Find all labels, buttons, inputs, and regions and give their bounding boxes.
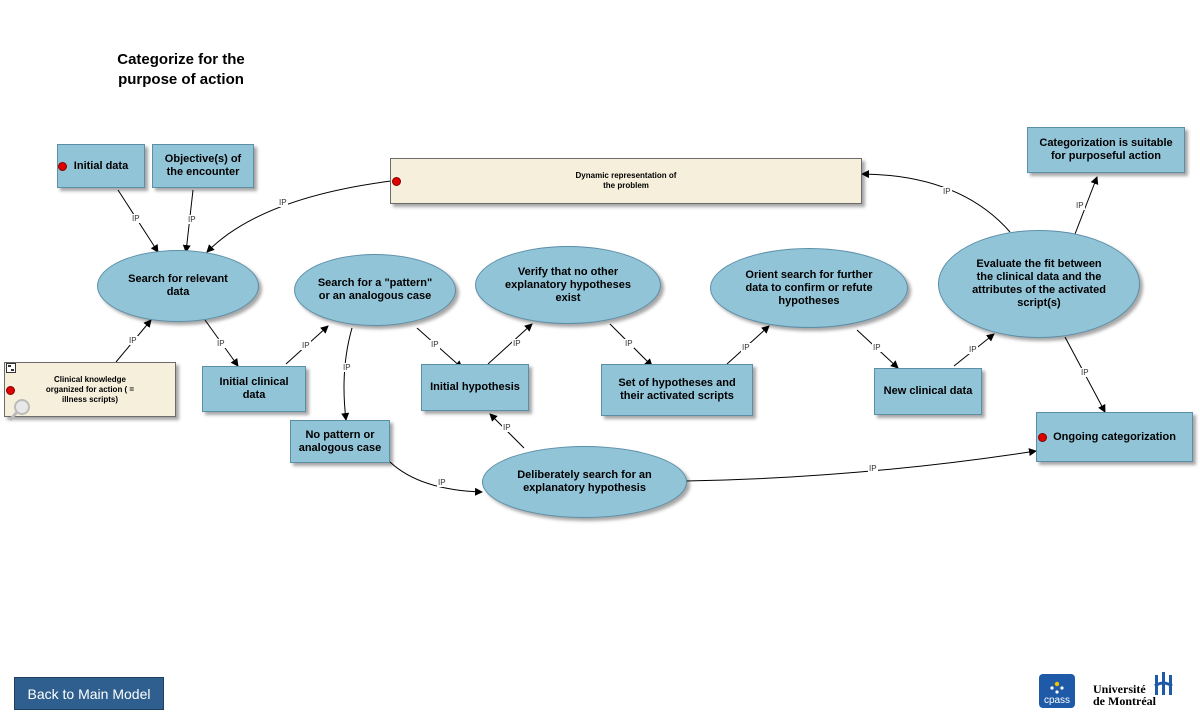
red-dot-icon bbox=[1038, 433, 1047, 442]
link-deliberate-to-ongoing bbox=[685, 448, 1037, 482]
node-label: Initial clinical data bbox=[219, 376, 289, 401]
node-deliberate-search[interactable]: Deliberately search for an explanatory h… bbox=[482, 446, 687, 518]
ip-label: IP bbox=[187, 215, 197, 224]
ip-label: IP bbox=[512, 339, 522, 348]
ip-label: IP bbox=[216, 339, 226, 348]
red-dot-icon bbox=[392, 177, 401, 186]
node-set-of-hypotheses[interactable]: Set of hypotheses and their activated sc… bbox=[601, 364, 753, 416]
red-dot-icon bbox=[6, 386, 15, 395]
udem-wordmark: Université de Montréal bbox=[1093, 683, 1156, 707]
ip-label: IP bbox=[942, 187, 952, 196]
ip-label: IP bbox=[1075, 201, 1085, 210]
page-title: Categorize for the purpose of action bbox=[117, 51, 245, 88]
node-dynamic-representation[interactable]: Dynamic representation of the problem bbox=[390, 158, 862, 204]
node-verify-hypotheses[interactable]: Verify that no other explanatory hypothe… bbox=[475, 246, 661, 324]
node-label: Evaluate the fit between the clinical da… bbox=[972, 258, 1106, 309]
magnifier-icon bbox=[9, 399, 30, 421]
node-label: Clinical knowledge organized for action … bbox=[45, 374, 135, 404]
node-clinical-knowledge[interactable]: Clinical knowledge organized for action … bbox=[4, 362, 176, 417]
udem-logo-icon bbox=[1154, 672, 1173, 695]
node-initial-data[interactable]: Initial data bbox=[57, 144, 145, 188]
udem-line2: de Montréal bbox=[1093, 694, 1156, 708]
link-no-pattern-to-deliberate bbox=[389, 461, 483, 496]
node-new-clinical-data[interactable]: New clinical data bbox=[874, 368, 982, 415]
node-no-pattern[interactable]: No pattern or analogous case bbox=[290, 420, 390, 463]
ip-label: IP bbox=[128, 336, 138, 345]
node-orient-search[interactable]: Orient search for further data to confir… bbox=[710, 248, 908, 328]
node-label: No pattern or analogous case bbox=[298, 428, 382, 454]
node-initial-hypothesis[interactable]: Initial hypothesis bbox=[421, 364, 529, 411]
ip-label: IP bbox=[872, 343, 882, 352]
red-dot-icon bbox=[58, 162, 67, 171]
link-dynamic-to-search bbox=[206, 180, 392, 253]
node-label: Search for relevant data bbox=[128, 273, 228, 298]
cpass-label: cpass bbox=[1043, 695, 1071, 706]
ip-label: IP bbox=[624, 339, 634, 348]
ip-label: IP bbox=[1080, 368, 1090, 377]
node-label: Orient search for further data to confir… bbox=[745, 268, 873, 307]
cpass-mark-icon bbox=[1050, 681, 1064, 694]
node-evaluate-fit[interactable]: Evaluate the fit between the clinical da… bbox=[938, 230, 1140, 338]
ip-label: IP bbox=[968, 345, 978, 354]
node-categorization-suitable[interactable]: Categorization is suitable for purposefu… bbox=[1027, 127, 1185, 173]
back-to-main-model-button[interactable]: Back to Main Model bbox=[14, 677, 164, 710]
ip-label: IP bbox=[278, 198, 288, 207]
ip-label: IP bbox=[502, 423, 512, 432]
node-search-pattern[interactable]: Search for a "pattern" or an analogous c… bbox=[294, 254, 456, 326]
node-label: Dynamic representation of the problem bbox=[575, 171, 677, 190]
node-label: Search for a "pattern" or an analogous c… bbox=[317, 277, 433, 302]
ip-label: IP bbox=[437, 478, 447, 487]
mini-map-icon bbox=[6, 363, 16, 373]
node-label: Verify that no other explanatory hypothe… bbox=[505, 265, 631, 304]
ip-label: IP bbox=[131, 214, 141, 223]
node-objectives[interactable]: Objective(s) of the encounter bbox=[152, 144, 254, 188]
node-ongoing-categorization[interactable]: Ongoing categorization bbox=[1036, 412, 1193, 462]
node-label: New clinical data bbox=[883, 385, 973, 397]
link-initial-hypothesis-to-verify bbox=[487, 323, 533, 365]
cpass-logo-icon: cpass bbox=[1039, 674, 1075, 708]
link-evaluate-to-dynamic bbox=[861, 170, 1011, 233]
ip-label: IP bbox=[342, 363, 352, 372]
node-label: Initial data bbox=[73, 159, 129, 172]
ip-label: IP bbox=[301, 341, 311, 350]
node-label: Objective(s) of the encounter bbox=[164, 153, 242, 178]
ip-label: IP bbox=[868, 464, 878, 473]
ip-label: IP bbox=[741, 343, 751, 352]
node-search-relevant-data[interactable]: Search for relevant data bbox=[97, 250, 259, 322]
node-label: Ongoing categorization bbox=[1053, 430, 1176, 443]
ip-label: IP bbox=[430, 340, 440, 349]
node-label: Categorization is suitable for purposefu… bbox=[1039, 137, 1173, 162]
node-label: Set of hypotheses and their activated sc… bbox=[618, 377, 736, 402]
link-pattern-to-no-pattern bbox=[341, 327, 353, 421]
udem-line1: Université bbox=[1093, 682, 1146, 696]
node-initial-clinical-data[interactable]: Initial clinical data bbox=[202, 366, 306, 412]
node-label: Initial hypothesis bbox=[430, 381, 520, 393]
node-label: Deliberately search for an explanatory h… bbox=[517, 469, 652, 494]
